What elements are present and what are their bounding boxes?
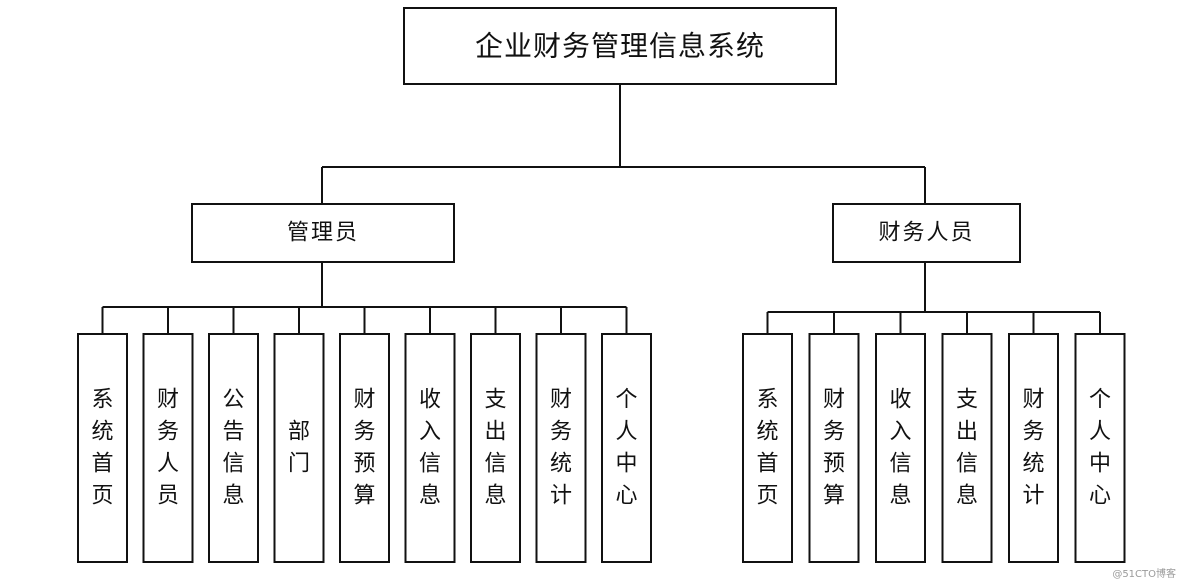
leaf-1-2-box [142,333,194,563]
leaf-2-2-box [808,333,860,563]
leaf-1-8-box [535,333,587,563]
leaf-2-1-label: 系统首页 [756,388,778,509]
leaf-1-4-box [273,333,325,563]
watermark-text: @51CTO博客 [1112,569,1176,580]
branch-1-box [191,203,455,263]
leaf-1-6-label: 收入信息 [419,388,441,509]
leaf-2-6-box [1074,333,1126,563]
leaf-1-4-label: 部门 [288,420,310,477]
diagram-nodes: 企业财务管理信息系统管理员系统首页财务人员公告信息部门财务预算收入信息支出信息财… [77,7,1126,563]
leaf-2-6-label: 个人中心 [1089,388,1111,509]
root-node-label: 企业财务管理信息系统 [475,30,765,63]
branch-1-label: 管理员 [287,221,359,246]
leaf-2-3-label: 收入信息 [889,388,911,509]
leaf-2-2-label: 财务预算 [823,388,845,509]
leaf-1-9-box [601,333,652,563]
leaf-1-5-label: 财务预算 [353,388,375,509]
leaf-1-3-box [208,333,259,563]
leaf-1-5-box [339,333,390,563]
leaf-1-6-box [404,333,456,563]
leaf-1-2-label: 财务人员 [157,388,179,509]
leaf-2-3-box [875,333,926,563]
leaf-1-9-label: 个人中心 [615,388,637,509]
leaf-1-3-label: 公告信息 [222,388,244,509]
leaf-2-5-box [1008,333,1059,563]
leaf-1-8-label: 财务统计 [550,388,572,509]
leaf-1-7-label: 支出信息 [484,388,506,509]
root-node-box [403,7,837,85]
leaf-1-1-box [77,333,128,563]
leaf-2-4-label: 支出信息 [956,388,978,509]
connector-lines [101,84,1101,334]
leaf-2-1-box [742,333,793,563]
leaf-2-5-label: 财务统计 [1022,388,1044,509]
leaf-1-7-box [470,333,521,563]
leaf-1-1-label: 系统首页 [91,388,113,509]
leaf-2-4-box [941,333,993,563]
branch-2-box [832,203,1021,263]
branch-2-label: 财务人员 [878,221,974,246]
